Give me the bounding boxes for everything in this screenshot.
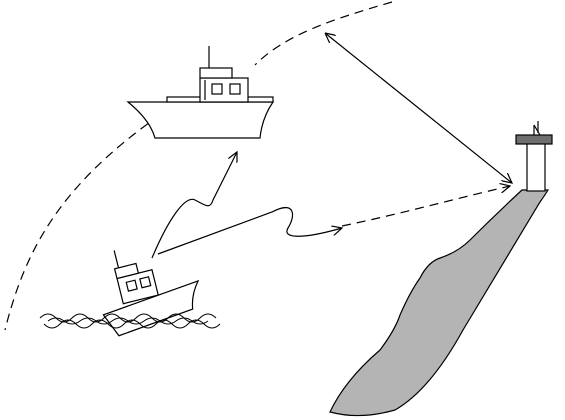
zigzag-arrow-to-ship	[152, 152, 237, 258]
zigzag-arrow-to-shore	[158, 208, 342, 254]
double-headed-arrow	[325, 33, 512, 183]
coastal-cliff	[330, 190, 548, 416]
dashed-link-to-lighthouse	[342, 186, 510, 226]
cargo-ship	[128, 46, 273, 138]
lighthouse-tower	[516, 121, 552, 191]
